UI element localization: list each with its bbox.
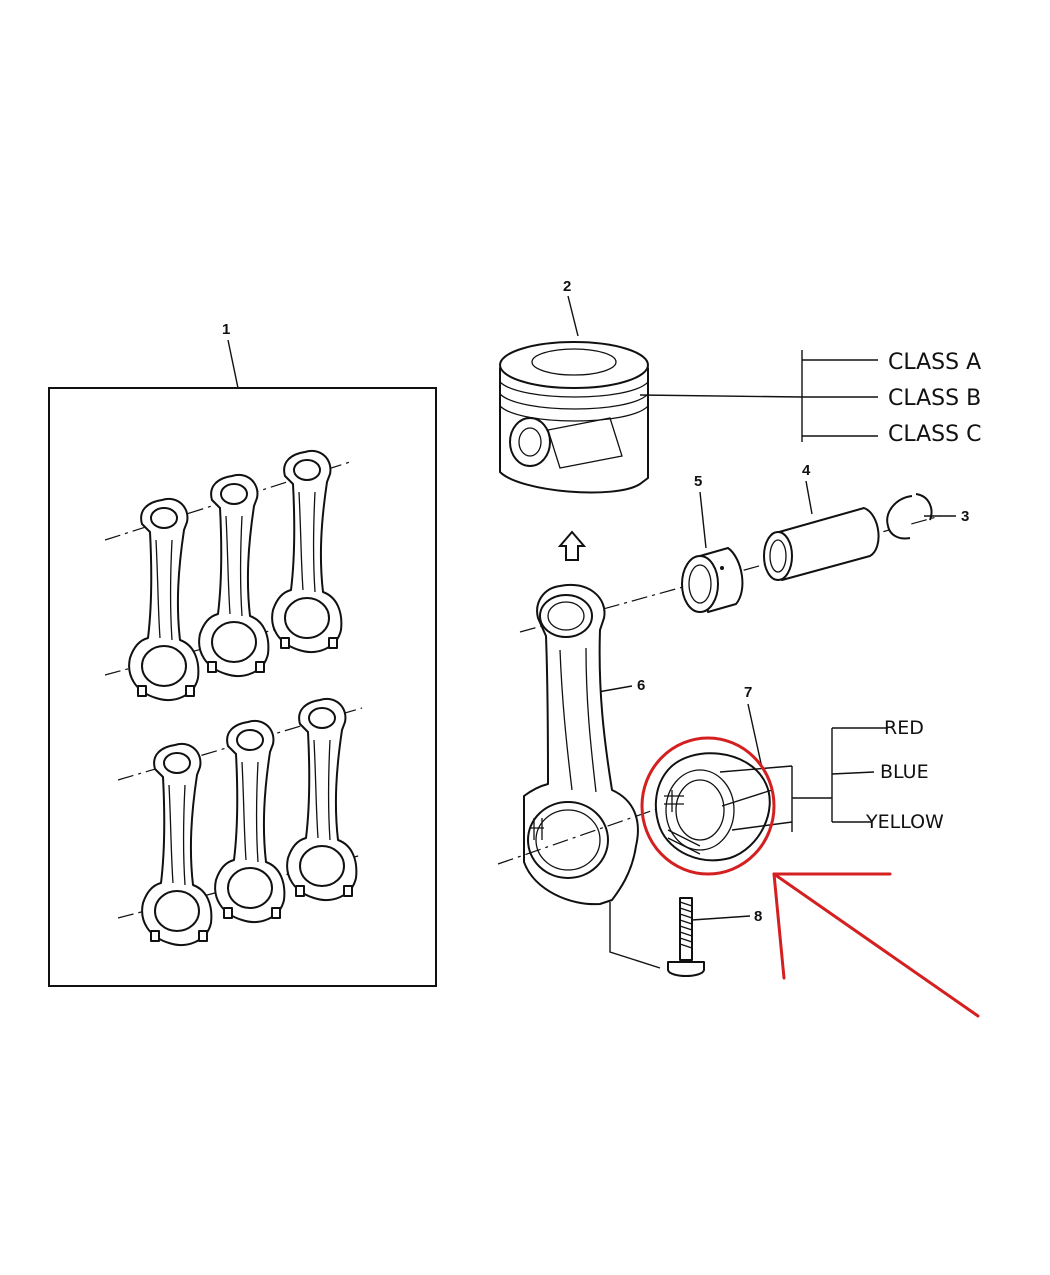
piston: 2 — [499, 278, 803, 494]
connecting-rod-main: 6 — [497, 583, 701, 969]
leader-4 — [805, 480, 813, 515]
blue-label: BLUE — [880, 761, 929, 783]
leader-5 — [699, 491, 707, 549]
class-a-label: CLASS A — [888, 350, 981, 375]
class-b-label: CLASS B — [888, 386, 981, 411]
rod-bolt: 8 — [667, 897, 762, 977]
callout-1: 1 — [222, 321, 230, 338]
callout-3: 3 — [961, 508, 969, 525]
up-arrow-icon — [557, 530, 587, 561]
small-end-bushing: 5 — [681, 473, 744, 613]
circlip: 3 — [886, 493, 969, 540]
callout-4: 4 — [802, 462, 811, 479]
highlight-arrow — [772, 872, 980, 1018]
piston-class-bracket: CLASS A CLASS B CLASS C — [801, 350, 981, 447]
leader-2 — [567, 295, 579, 337]
bearing-color-bracket: RED BLUE YELLOW — [831, 717, 944, 833]
yellow-label: YELLOW — [865, 811, 944, 833]
class-c-label: CLASS C — [888, 422, 981, 447]
big-end-bearing: 7 — [640, 684, 832, 876]
callout-5: 5 — [694, 473, 702, 490]
leader-8 — [691, 915, 751, 921]
leader-piston-class — [639, 394, 803, 398]
leader-7 — [747, 703, 763, 769]
highlight-circle — [640, 736, 776, 876]
piston-pin: 4 — [763, 462, 880, 581]
leader-6 — [597, 685, 633, 693]
callout-2: 2 — [563, 278, 571, 295]
rod-set-assembly: 1 — [48, 321, 437, 987]
red-label: RED — [884, 717, 924, 739]
leader-1 — [227, 339, 239, 389]
callout-7: 7 — [744, 684, 752, 701]
callout-8: 8 — [754, 908, 762, 925]
callout-6: 6 — [637, 677, 645, 694]
